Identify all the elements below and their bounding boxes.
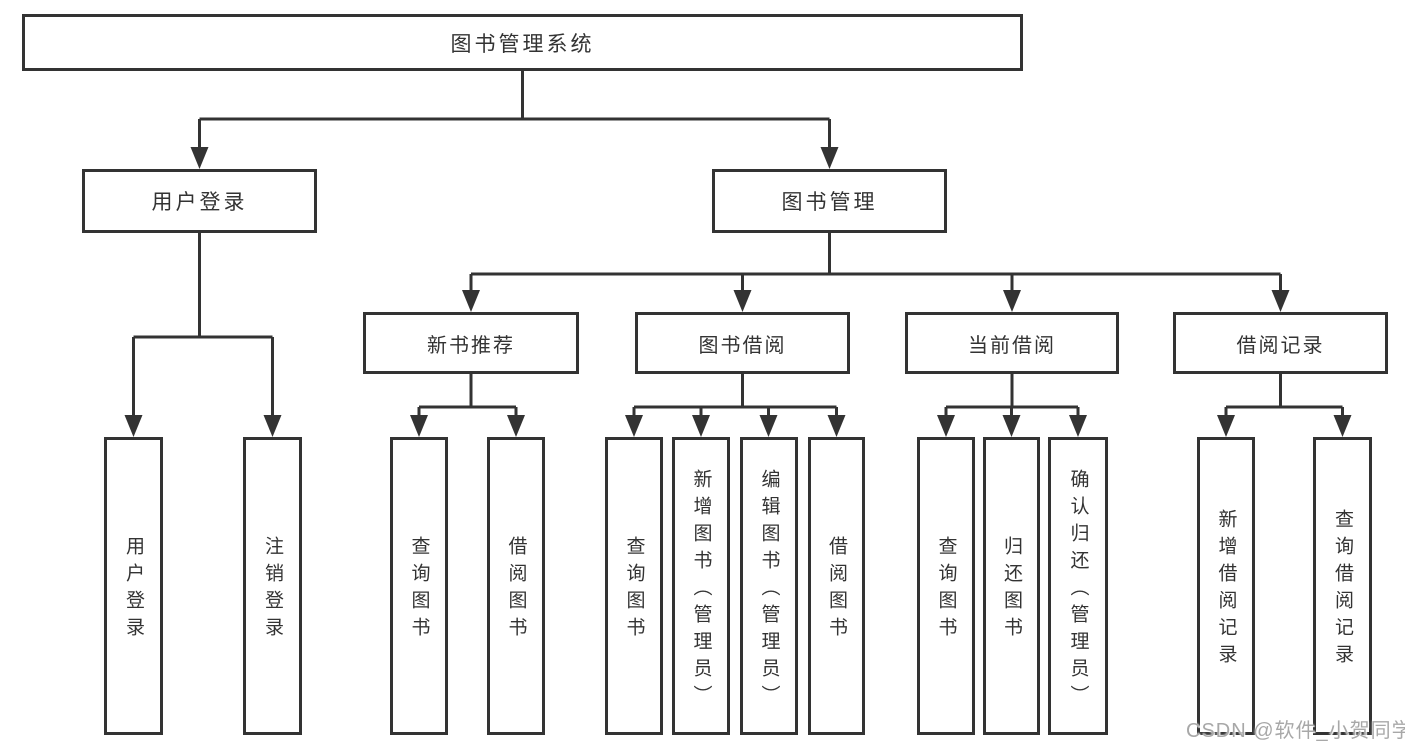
node-book-borrow-label: 图书借阅 [698, 334, 787, 357]
arrowhead [937, 415, 955, 437]
leaf-add-borrow-record-label: 新增借阅记录 [1215, 509, 1237, 671]
arrowhead [1333, 415, 1352, 437]
arrowhead [692, 415, 710, 437]
node-new-book-recommend: 新书推荐 [363, 312, 579, 374]
arrowhead [1003, 290, 1021, 312]
node-borrow-records-label: 借阅记录 [1236, 334, 1325, 357]
arrowhead [759, 415, 778, 437]
leaf-user-login: 用户登录 [104, 437, 163, 735]
leaf-logout: 注销登录 [243, 437, 302, 735]
leaf-query-borrow-record-label: 查询借阅记录 [1332, 509, 1353, 671]
node-book-management: 图书管理 [712, 169, 947, 233]
arrowhead [190, 147, 209, 169]
node-user-login-label: 用户登录 [151, 191, 248, 214]
leaf-edit-books-admin-label: 编辑图书（管理员） [758, 468, 780, 712]
leaf-confirm-return-admin: 确认归还（管理员） [1048, 437, 1108, 735]
arrowhead [1069, 415, 1087, 437]
leaf-return-books-label: 归还图书 [1001, 536, 1022, 644]
leaf-query-books-recommend: 查询图书 [390, 437, 448, 735]
arrowhead [410, 415, 428, 437]
node-book-borrow: 图书借阅 [635, 312, 850, 374]
arrowhead [263, 415, 282, 437]
arrowhead [462, 290, 480, 312]
node-user-login: 用户登录 [82, 169, 317, 233]
arrowhead [625, 415, 643, 437]
leaf-query-books-borrow: 查询图书 [605, 437, 663, 735]
csdn-watermark: CSDN @软件_小贺同学 [1186, 720, 1405, 742]
connector-path [132, 70, 1344, 420]
arrowhead [1002, 415, 1021, 437]
leaf-add-books-admin-label: 新增图书（管理员） [690, 468, 712, 712]
arrowhead [1271, 290, 1290, 312]
leaf-confirm-return-admin-label: 确认归还（管理员） [1067, 468, 1089, 712]
node-root-label: 图书管理系统 [450, 32, 595, 56]
node-root: 图书管理系统 [22, 14, 1023, 71]
leaf-query-books-current: 查询图书 [917, 437, 975, 735]
node-book-management-label: 图书管理 [781, 191, 878, 214]
leaf-logout-label: 注销登录 [262, 536, 283, 644]
leaf-query-books-borrow-label: 查询图书 [623, 536, 645, 644]
leaf-add-borrow-record: 新增借阅记录 [1197, 437, 1255, 735]
leaf-query-books-recommend-label: 查询图书 [408, 536, 430, 644]
arrowhead [1217, 415, 1235, 437]
arrowhead [507, 415, 525, 437]
arrowhead [820, 147, 839, 169]
leaf-return-books: 归还图书 [983, 437, 1040, 735]
leaf-borrow-books-borrow-label: 借阅图书 [826, 536, 847, 644]
leaf-query-borrow-record: 查询借阅记录 [1313, 437, 1372, 735]
node-borrow-records: 借阅记录 [1173, 312, 1388, 374]
leaf-add-books-admin: 新增图书（管理员） [672, 437, 730, 735]
leaf-edit-books-admin: 编辑图书（管理员） [740, 437, 798, 735]
leaf-borrow-books-recommend: 借阅图书 [487, 437, 545, 735]
arrowhead [124, 415, 143, 437]
leaf-borrow-books-recommend-label: 借阅图书 [505, 536, 527, 644]
node-new-book-recommend-label: 新书推荐 [427, 334, 515, 357]
leaf-query-books-current-label: 查询图书 [935, 536, 957, 644]
arrowhead [733, 290, 752, 312]
arrowhead [827, 415, 846, 437]
node-current-borrow-label: 当前借阅 [968, 334, 1056, 357]
leaf-borrow-books-borrow: 借阅图书 [808, 437, 865, 735]
leaf-user-login-label: 用户登录 [123, 536, 144, 644]
node-current-borrow: 当前借阅 [905, 312, 1119, 374]
